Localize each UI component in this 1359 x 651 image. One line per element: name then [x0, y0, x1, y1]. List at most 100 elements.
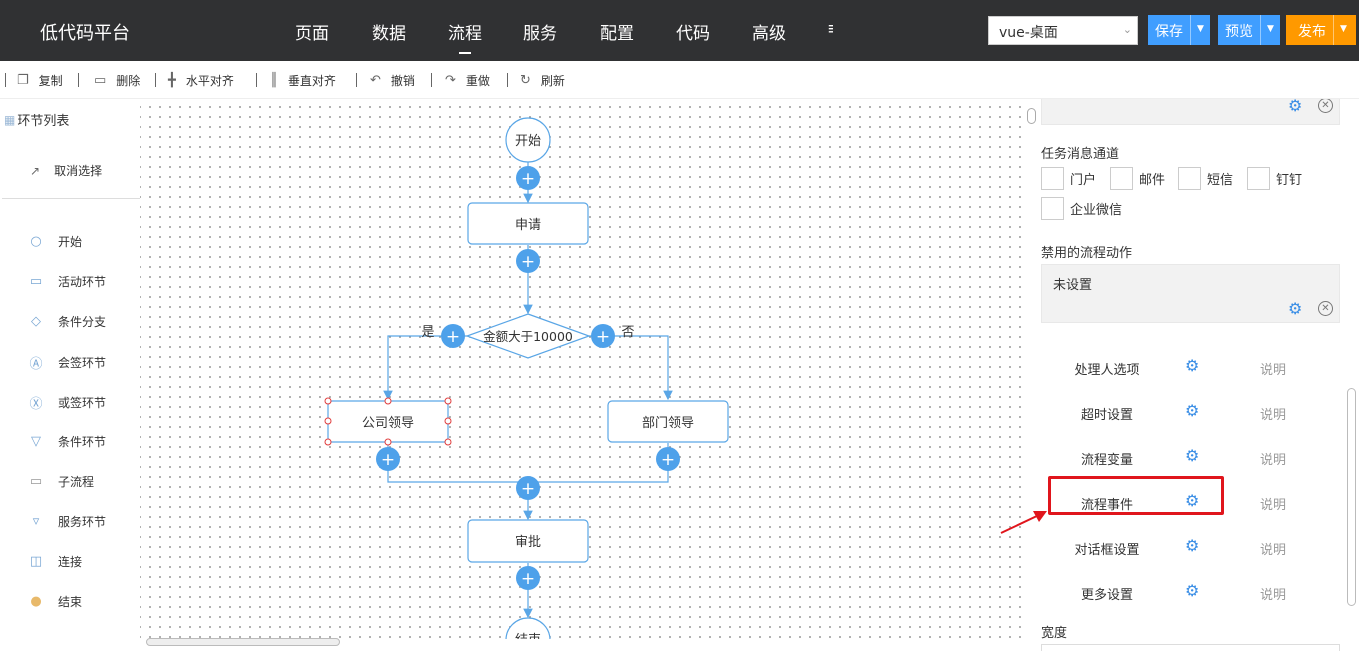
setting-more-help-link[interactable]: 说明 — [1260, 588, 1287, 603]
clear-icon[interactable]: ✕ — [1318, 301, 1333, 316]
toolbar-divider — [5, 73, 6, 87]
edge-condition-yes[interactable] — [383, 335, 467, 401]
node-start[interactable]: 开始 — [505, 117, 551, 163]
connect-icon: ◫ — [29, 554, 43, 569]
node-apply-label: 申请 — [515, 218, 541, 233]
nav-item-page[interactable]: 页面 — [295, 24, 329, 44]
canvas-horizontal-scrollbar[interactable] — [146, 638, 340, 646]
gear-icon[interactable]: ⚙ — [1185, 491, 1200, 510]
tool-condition-node[interactable]: ▽条件环节 — [28, 433, 106, 450]
tool-service-label: 服务环节 — [58, 515, 107, 529]
add-node-buttons: + + + + + + + + — [376, 166, 680, 590]
channel-dingtalk-checkbox[interactable]: 钉钉 — [1247, 167, 1302, 190]
add-node-button[interactable]: + — [516, 166, 540, 190]
tool-start[interactable]: ○开始 — [28, 233, 82, 250]
channel-portal-checkbox[interactable]: 门户 — [1041, 167, 1096, 190]
tool-or-sign[interactable]: Ⓧ 或签环节 — [28, 393, 106, 412]
svg-text:+: + — [381, 450, 395, 470]
nav-item-data[interactable]: 数据 — [372, 24, 406, 44]
setting-variables-label: 流程变量 — [1080, 453, 1133, 468]
width-input[interactable] — [1041, 644, 1340, 651]
preview-dropdown-icon[interactable]: ▼ — [1260, 15, 1280, 45]
align-vertical-button[interactable]: ║垂直对齐 — [270, 72, 336, 89]
save-button[interactable]: 保存 ▼ — [1148, 15, 1210, 45]
delete-button[interactable]: ▭删除 — [94, 72, 140, 89]
channel-sms-checkbox[interactable]: 短信 — [1178, 167, 1233, 190]
tool-service[interactable]: ▿服务环节 — [28, 513, 106, 530]
node-dept-leader[interactable]: 部门领导 — [607, 400, 729, 443]
nav-item-flow[interactable]: 流程 — [448, 19, 482, 54]
node-list-icon: ▦ — [4, 112, 16, 127]
setting-events-label: 流程事件 — [1080, 498, 1133, 513]
add-node-button[interactable]: + — [516, 566, 540, 590]
redo-label: 重做 — [465, 74, 490, 88]
gear-icon[interactable]: ⚙ — [1185, 401, 1200, 420]
preview-button[interactable]: 预览 ▼ — [1218, 15, 1280, 45]
copy-button[interactable]: ❐复制 — [17, 72, 63, 89]
add-node-button[interactable]: + — [516, 249, 540, 273]
tool-condition-branch[interactable]: ◇条件分支 — [28, 313, 106, 330]
gear-icon[interactable]: ⚙ — [1288, 299, 1303, 318]
properties-panel: ⚙ ✕ 任务消息通道 门户 邮件 短信 钉钉 企业微信 禁用的流程动作 未设置 … — [1036, 99, 1359, 651]
setting-timeout-help-link[interactable]: 说明 — [1260, 408, 1287, 423]
svg-text:+: + — [446, 327, 460, 347]
preview-label: 预览 — [1225, 24, 1253, 40]
flow-canvas[interactable]: 开始 申请 金额大于10000 是 否 公司领导 部门领导 审批 — [140, 99, 1028, 639]
setting-dialog-help-link[interactable]: 说明 — [1260, 543, 1287, 558]
channel-email-checkbox[interactable]: 邮件 — [1110, 167, 1165, 190]
env-select[interactable]: vue-桌面 ⌄ — [988, 16, 1138, 45]
tool-end[interactable]: ●结束 — [28, 593, 82, 610]
clear-icon[interactable]: ✕ — [1318, 99, 1333, 113]
toolbar-divider — [356, 73, 357, 87]
node-apply[interactable]: 申请 — [467, 202, 589, 245]
tool-subprocess[interactable]: ▭子流程 — [28, 473, 94, 490]
toolbar-divider — [78, 73, 79, 87]
add-node-button[interactable]: + — [516, 476, 540, 500]
selection-handles[interactable] — [324, 397, 452, 446]
nav-more-icon[interactable]: ≡ — [827, 19, 833, 39]
add-node-button[interactable]: + — [591, 324, 615, 348]
publish-button[interactable]: 发布 ▼ — [1286, 15, 1356, 45]
node-end[interactable]: 结束 — [505, 617, 551, 639]
publish-label: 发布 — [1298, 24, 1326, 40]
node-condition[interactable]: 金额大于10000 — [465, 313, 591, 359]
tool-activity[interactable]: ▭活动环节 — [28, 273, 106, 290]
gear-icon[interactable]: ⚙ — [1185, 536, 1200, 555]
nav-item-advanced[interactable]: 高级 — [752, 24, 786, 44]
node-approve[interactable]: 审批 — [467, 519, 589, 563]
align-horizontal-button[interactable]: ╋水平对齐 — [168, 72, 234, 89]
edge-condition-no[interactable] — [589, 335, 673, 401]
setting-assignee-help-link[interactable]: 说明 — [1260, 363, 1287, 378]
canvas-vertical-scrollbar[interactable] — [1027, 108, 1036, 124]
nav-item-service[interactable]: 服务 — [523, 24, 557, 44]
add-node-button[interactable]: + — [656, 447, 680, 471]
tool-connect[interactable]: ◫连接 — [28, 553, 82, 570]
or-sign-icon: Ⓧ — [29, 397, 43, 412]
setting-events-help-link[interactable]: 说明 — [1260, 498, 1287, 513]
nav-item-config[interactable]: 配置 — [600, 24, 634, 44]
tool-or-sign-label: 或签环节 — [58, 396, 107, 410]
gear-icon[interactable]: ⚙ — [1185, 581, 1200, 600]
panel-vertical-scrollbar[interactable] — [1347, 388, 1356, 606]
channel-wecom-checkbox[interactable]: 企业微信 — [1041, 197, 1122, 220]
channel-wecom-label: 企业微信 — [1070, 203, 1123, 218]
annotation-arrow-icon — [1000, 511, 1047, 534]
svg-text:+: + — [521, 252, 535, 272]
save-dropdown-icon[interactable]: ▼ — [1190, 15, 1210, 45]
gear-icon[interactable]: ⚙ — [1288, 99, 1303, 115]
gear-icon[interactable]: ⚙ — [1185, 356, 1200, 375]
refresh-label: 刷新 — [540, 74, 565, 88]
redo-button[interactable]: ↷重做 — [445, 72, 490, 89]
add-node-button[interactable]: + — [441, 324, 465, 348]
add-node-button[interactable]: + — [376, 447, 400, 471]
setting-variables-help-link[interactable]: 说明 — [1260, 453, 1287, 468]
nav-item-code[interactable]: 代码 — [676, 24, 710, 44]
node-company-leader[interactable]: 公司领导 — [324, 397, 452, 446]
publish-dropdown-icon[interactable]: ▼ — [1333, 15, 1353, 45]
undo-button[interactable]: ↶撤销 — [370, 72, 415, 89]
refresh-button[interactable]: ↻刷新 — [520, 72, 565, 89]
cancel-selection-tool[interactable]: ↗取消选择 — [30, 162, 102, 179]
gear-icon[interactable]: ⚙ — [1185, 446, 1200, 465]
disabled-actions-box[interactable]: 未设置 ⚙ ✕ — [1041, 264, 1340, 323]
